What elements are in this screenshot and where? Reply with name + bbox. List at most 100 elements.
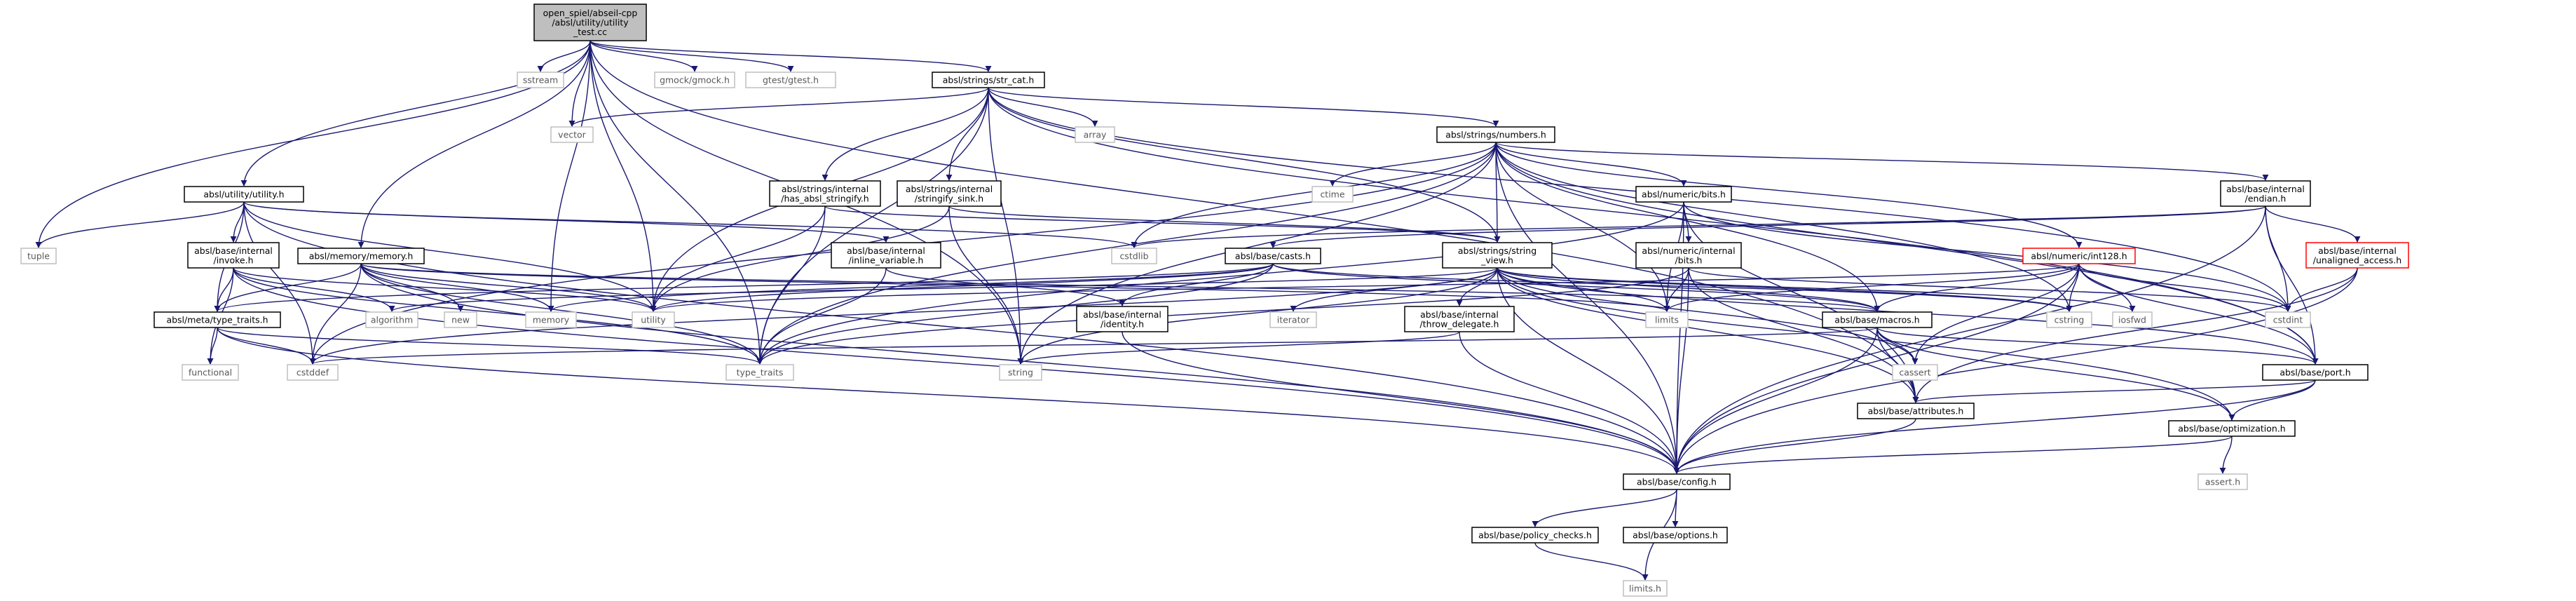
node-box: [1635, 242, 1742, 269]
edge-numeric_internal_bits-to-cstdint: [1688, 267, 2291, 312]
edge-numbers-to-numeric_bits: [1495, 142, 1687, 187]
node-numeric-internal-bits[interactable]: absl/numeric/internal/bits.h: [1635, 242, 1742, 269]
node-label: cstddef: [297, 367, 329, 378]
edge-int128-to-port: [2078, 263, 2319, 365]
node-box: [1471, 527, 1599, 543]
node-str-cat[interactable]: absl/strings/str_cat.h: [932, 72, 1045, 88]
node-type-traits-h[interactable]: absl/meta/type_traits.h: [154, 311, 281, 328]
node-numeric-bits[interactable]: absl/numeric/bits.h: [1635, 186, 1732, 203]
edge-has_stringify-to-type_traits: [756, 205, 826, 365]
node-options[interactable]: absl/base/options.h: [1623, 527, 1728, 543]
node-box: [1442, 242, 1553, 269]
node-box: [1436, 126, 1555, 143]
edge-memory_h-to-type_traits: [360, 263, 763, 365]
node-label: sstream: [523, 75, 558, 86]
edge-inline_variable-to-identity: [885, 267, 1126, 306]
node-memory-h[interactable]: absl/memory/memory.h: [297, 248, 425, 264]
edge-numbers-to-config: [1495, 142, 1680, 474]
node-throw-delegate[interactable]: absl/base/internal/throw_delegate.h: [1404, 306, 1515, 332]
node-box: [745, 72, 836, 88]
node-box: [182, 364, 239, 381]
node-new: new: [444, 311, 477, 328]
node-box: [999, 364, 1042, 381]
node-policy-checks[interactable]: absl/base/policy_checks.h: [1471, 527, 1599, 543]
edge-numbers-to-string: [1017, 142, 1497, 365]
node-ctime: ctime: [1311, 186, 1354, 203]
node-functional: functional: [182, 364, 239, 381]
edge-unaligned-to-cstdint: [2284, 267, 2358, 312]
node-label: string: [1008, 367, 1033, 378]
edge-type_traits_h-to-type_traits: [217, 327, 763, 365]
node-utility-h[interactable]: absl/utility/utility.h: [184, 186, 304, 203]
node-label: absl/numeric/internal: [1642, 245, 1735, 256]
edge-string_view-to-macros: [1497, 267, 1881, 312]
edge-endian-to-port: [2265, 205, 2319, 365]
node-label: /endian.h: [2245, 193, 2287, 203]
edge-policy_checks-to-limits_h: [1534, 542, 1649, 581]
edge-string_view-to-iterator: [1290, 267, 1498, 312]
node-port[interactable]: absl/base/port.h: [2262, 364, 2369, 381]
node-box: [2112, 311, 2153, 328]
edge-casts-to-memory: [547, 263, 1274, 312]
node-box: [725, 364, 794, 381]
node-endian[interactable]: absl/base/internal/endian.h: [2220, 180, 2311, 207]
node-has-stringify[interactable]: absl/strings/internal/has_absl_stringify…: [769, 180, 881, 207]
node-label: /unaligned_access.h: [2313, 255, 2401, 265]
node-assert-h: assert.h: [2197, 473, 2248, 490]
node-inline-variable[interactable]: absl/base/internal/inline_variable.h: [831, 242, 941, 269]
node-macros[interactable]: absl/base/macros.h: [1822, 311, 1933, 328]
node-box: [1623, 527, 1728, 543]
node-box: [525, 311, 577, 328]
edge-numeric_bits-to-type_traits: [756, 201, 1684, 365]
node-cstdint: cstdint: [2265, 311, 2311, 328]
node-iterator: iterator: [1269, 311, 1317, 328]
node-label: array: [1084, 130, 1107, 140]
node-label: absl/base/options.h: [1633, 530, 1718, 541]
node-root[interactable]: open_spiel/abseil-cpp/absl/utility/utili…: [533, 4, 647, 41]
node-label: absl/strings/str_cat.h: [943, 75, 1035, 86]
edge-str_cat-to-string: [988, 87, 1024, 365]
node-box: [2022, 248, 2136, 264]
node-config[interactable]: absl/base/config.h: [1623, 473, 1731, 490]
node-int128[interactable]: absl/numeric/int128.h: [2022, 248, 2136, 264]
node-box: [1623, 473, 1731, 490]
node-sstream: sstream: [517, 72, 564, 88]
edge-endian-to-unaligned: [2265, 205, 2361, 243]
node-utility: utility: [632, 311, 675, 328]
node-limits-h: limits.h: [1623, 580, 1668, 597]
node-optimization[interactable]: absl/base/optimization.h: [2168, 420, 2296, 437]
edge-endian-to-cstdint: [2265, 205, 2291, 312]
node-label: absl/meta/type_traits.h: [166, 315, 268, 325]
node-invoke[interactable]: absl/base/internal/invoke.h: [187, 242, 280, 269]
node-label: cassert: [1899, 367, 1930, 378]
node-box: [444, 311, 477, 328]
edge-str_cat-to-has_stringify: [822, 87, 989, 181]
node-label: absl/base/internal: [194, 245, 273, 256]
node-casts[interactable]: absl/base/casts.h: [1225, 248, 1321, 264]
edge-port-to-attributes: [1912, 379, 2316, 403]
edge-utility_h-to-cstddef: [243, 201, 316, 365]
node-unaligned[interactable]: absl/base/internal/unaligned_access.h: [2305, 242, 2409, 269]
node-box: [1645, 311, 1689, 328]
edge-throw_delegate-to-string: [1017, 331, 1460, 365]
node-cstddef: cstddef: [287, 364, 339, 381]
node-attributes[interactable]: absl/base/attributes.h: [1857, 403, 1975, 419]
edge-macros-to-attributes: [1876, 327, 1919, 403]
edge-root-to-memory: [547, 40, 591, 312]
node-box: [533, 4, 647, 41]
node-numbers[interactable]: absl/strings/numbers.h: [1436, 126, 1555, 143]
node-box: [1404, 306, 1515, 332]
node-label: limits.h: [1629, 583, 1661, 594]
edge-macros-to-optimization: [1876, 327, 2235, 421]
edge-type_traits_h-to-functional: [207, 327, 218, 365]
edge-optimization-to-config: [1673, 435, 2233, 474]
node-identity[interactable]: absl/base/internal/identity.h: [1076, 306, 1168, 332]
edge-utility_h-to-inline_variable: [243, 201, 890, 243]
node-stringify-sink[interactable]: absl/strings/internal/stringify_sink.h: [897, 180, 1002, 207]
edge-root-to-sstream: [537, 40, 591, 72]
node-string-view[interactable]: absl/strings/string_view.h: [1442, 242, 1553, 269]
edge-endian-to-casts: [1269, 205, 2266, 248]
edge-macros-to-config: [1673, 327, 1878, 474]
node-cstdlib: cstdlib: [1111, 248, 1157, 264]
edge-memory_h-to-limits: [360, 263, 1670, 312]
